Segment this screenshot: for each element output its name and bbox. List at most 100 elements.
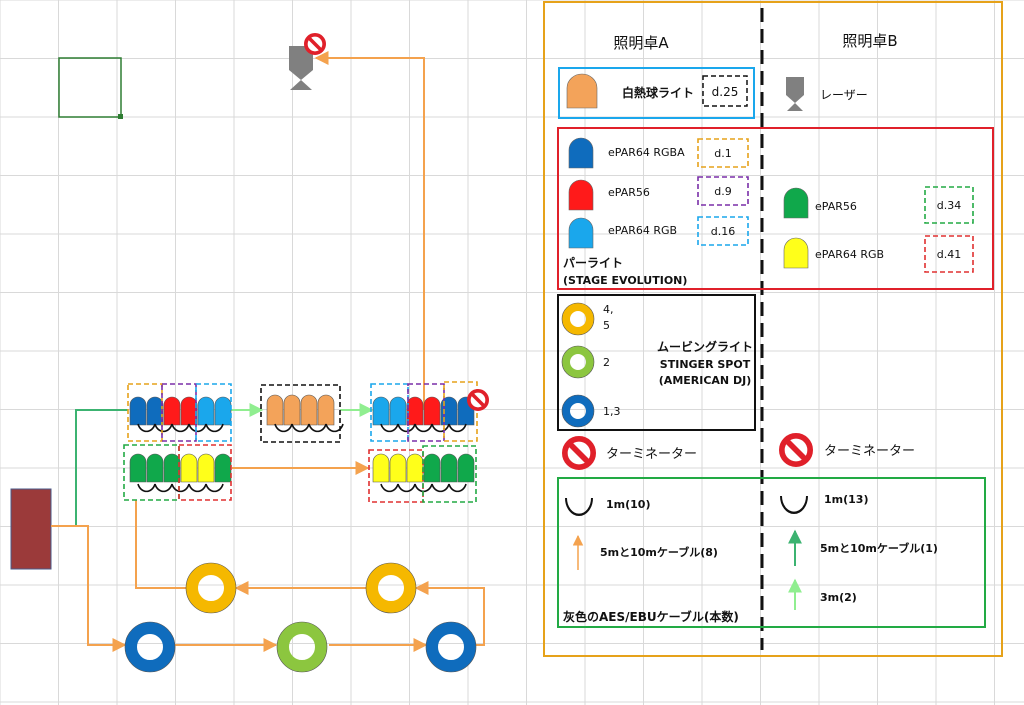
- par-a-label: ePAR64 RGB: [608, 224, 677, 237]
- console-b-title: 照明卓B: [842, 32, 897, 50]
- par-light-fixture: [266, 394, 284, 426]
- par-light-fixture: [406, 396, 424, 426]
- par-light-fixture: [317, 394, 335, 426]
- par-light-fixture: [440, 453, 458, 483]
- cable-loop: [414, 423, 433, 433]
- par-light-fixture: [214, 453, 232, 483]
- cable-1m-icon-b: [780, 495, 808, 514]
- moving-light-fixture: [366, 563, 416, 613]
- par-b-address-box: [924, 186, 974, 224]
- par-b-label: ePAR56: [815, 200, 857, 213]
- cable-loop: [380, 423, 399, 433]
- par-b-address-box: [924, 235, 974, 273]
- moving-title: ムービングライト: [657, 339, 753, 354]
- par-a-address: d.1: [714, 147, 731, 160]
- cable-a-5m10m-label: 5mと10mケーブル(8): [600, 545, 718, 559]
- moving-legend-label: 1,3: [603, 405, 621, 418]
- par-light-fixture: [129, 453, 147, 483]
- par-light-fixture: [197, 396, 215, 426]
- incandescent-label: 白熱球ライト: [622, 85, 694, 100]
- par-light-fixture: [423, 453, 441, 483]
- cable-footer: 灰色のAES/EBUケーブル(本数): [563, 609, 739, 624]
- cable-loop: [154, 423, 173, 433]
- moving-legend-outline: [561, 302, 595, 336]
- moving-light-outline: [124, 621, 176, 673]
- cable-loop: [380, 483, 399, 493]
- dmx-group-box: [178, 444, 232, 501]
- moving-legend-label: 5: [603, 319, 610, 332]
- par-light-fixture: [406, 453, 424, 483]
- cable-loop: [397, 483, 416, 493]
- terminator-b-label: ターミネーター: [824, 444, 915, 459]
- par-a-address-box: [697, 176, 749, 206]
- moving-light-outline: [276, 621, 328, 673]
- terminator-icon: [304, 33, 326, 55]
- par-legend-icon: [568, 137, 594, 169]
- cable-b-3m-label: 3m(2): [820, 591, 857, 604]
- par-light-fixture: [372, 453, 390, 483]
- par-b-label: ePAR64 RGB: [815, 248, 884, 261]
- par-light-fixture: [146, 396, 164, 426]
- unlabeled-green-square: [58, 57, 122, 118]
- dmx-group-box: [127, 383, 163, 442]
- par-light-fixture: [423, 396, 441, 426]
- cable-loop: [188, 483, 207, 493]
- dmx-group-box: [161, 383, 197, 442]
- cable-loop: [431, 423, 450, 433]
- cable-loop: [137, 423, 156, 433]
- moving-legend-label: 4,: [603, 303, 614, 316]
- par-subtitle: (STAGE EVOLUTION): [563, 274, 687, 287]
- par-light-fixture: [197, 453, 215, 483]
- par-light-fixture: [300, 394, 318, 426]
- moving-light-fixture: [125, 622, 175, 672]
- par-light-legend-box: [557, 127, 994, 290]
- moving-light-fixture: [186, 563, 236, 613]
- moving-light-legend-box: [557, 294, 756, 431]
- cable-loop: [431, 483, 450, 493]
- par-legend-icon: [783, 237, 809, 269]
- cable-loop: [188, 423, 207, 433]
- terminator-icon: [782, 436, 810, 464]
- moving-legend-outline: [561, 394, 595, 428]
- moving-light-outline: [185, 562, 237, 614]
- par-a-address-box: [697, 138, 749, 168]
- laser-label: レーザー: [820, 88, 868, 102]
- par-a-address-box: [697, 216, 749, 246]
- par-title: パーライト: [563, 256, 623, 270]
- cable-loop: [137, 483, 156, 493]
- moving-legend-icon: [562, 346, 594, 378]
- par-a-label: ePAR64 RGBA: [608, 146, 685, 159]
- incandescent-icon: [566, 73, 598, 109]
- laser-legend-icon: [786, 77, 804, 111]
- par-legend-icon: [783, 187, 809, 219]
- legend-panel: [543, 1, 1003, 657]
- incandescent-address: d.25: [712, 85, 739, 99]
- par-legend-icon: [568, 179, 594, 211]
- terminator-icon: [467, 389, 489, 411]
- cable-loop: [205, 423, 224, 433]
- cable-loop: [154, 483, 173, 493]
- par-a-label: ePAR56: [608, 186, 650, 199]
- par-light-fixture: [457, 453, 475, 483]
- cable-b-1m-label: 1m(13): [824, 493, 868, 506]
- moving-legend-icon: [562, 395, 594, 427]
- cable-loop: [308, 423, 327, 433]
- lighting-console[interactable]: [10, 488, 52, 570]
- par-light-fixture: [180, 453, 198, 483]
- dmx-group-box: [370, 383, 409, 442]
- moving-light-outline: [425, 621, 477, 673]
- cable-loop: [171, 483, 190, 493]
- moving-model: STINGER SPOT: [660, 358, 751, 371]
- cable-loop: [171, 423, 190, 433]
- cable-loop: [274, 423, 293, 433]
- cable-legend-box: [557, 477, 986, 628]
- cable-b-5m10m-label: 5mと10mケーブル(1): [820, 541, 938, 555]
- moving-light-fixture: [277, 622, 327, 672]
- cable-1m-icon-a: [565, 497, 593, 516]
- par-light-fixture: [180, 396, 198, 426]
- cable-loop: [291, 423, 310, 433]
- incandescent-legend-box: [558, 67, 755, 119]
- par-a-address: d.16: [711, 225, 735, 238]
